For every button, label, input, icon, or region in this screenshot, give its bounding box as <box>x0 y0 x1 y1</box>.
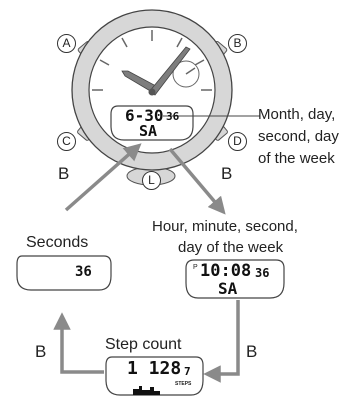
watch-lcd-day: SA <box>139 122 158 140</box>
arrow-watch-to-time <box>168 147 226 215</box>
hour-desc-line1: Hour, minute, second, <box>152 218 298 235</box>
hand-pivot <box>148 88 156 96</box>
screen-time <box>185 259 285 299</box>
button-b-label: B <box>228 34 247 53</box>
button-d-label: D <box>228 132 247 151</box>
screen-seconds <box>16 255 112 291</box>
time-pm-indicator: P <box>193 264 198 271</box>
watch-lcd-date: 6-30 <box>125 106 164 125</box>
subdial-hand <box>185 67 196 75</box>
hour-markers <box>92 30 212 91</box>
screen-steps <box>105 356 204 396</box>
step-count-title: Step count <box>105 336 182 353</box>
arrow-steps-to-seconds <box>53 312 104 374</box>
month-day-desc-line3: of the week <box>258 150 335 167</box>
button-l-label: L <box>142 171 161 190</box>
press-b-label-1: B <box>58 164 70 183</box>
hour-desc-line2: day of the week <box>178 239 284 256</box>
seconds-screen-value: 36 <box>75 264 92 280</box>
press-b-label-3: B <box>246 342 258 361</box>
steps-screen-value: 1 128 <box>127 358 182 379</box>
watch-lcd <box>110 105 194 141</box>
time-screen-day: SA <box>218 279 238 298</box>
month-day-desc-line1: Month, day, <box>258 106 336 123</box>
time-screen-seconds: 36 <box>255 266 270 280</box>
step-graph <box>133 386 160 395</box>
arrow-seconds-to-watch <box>64 143 142 212</box>
time-screen-time: 10:08 <box>200 261 252 281</box>
button-a-label: A <box>57 34 76 53</box>
month-day-desc-line2: second, day <box>258 128 339 145</box>
watch-illustration <box>71 9 233 186</box>
steps-screen-small-digit: 7 <box>184 365 191 378</box>
press-b-label-4: B <box>35 342 47 361</box>
seconds-title: Seconds <box>26 234 89 251</box>
arrow-time-to-steps <box>203 300 240 383</box>
button-c-label: C <box>57 132 76 151</box>
steps-unit: STEPS <box>175 381 192 387</box>
press-b-label-2: B <box>221 164 233 183</box>
watch-lcd-seconds: 36 <box>166 110 180 123</box>
